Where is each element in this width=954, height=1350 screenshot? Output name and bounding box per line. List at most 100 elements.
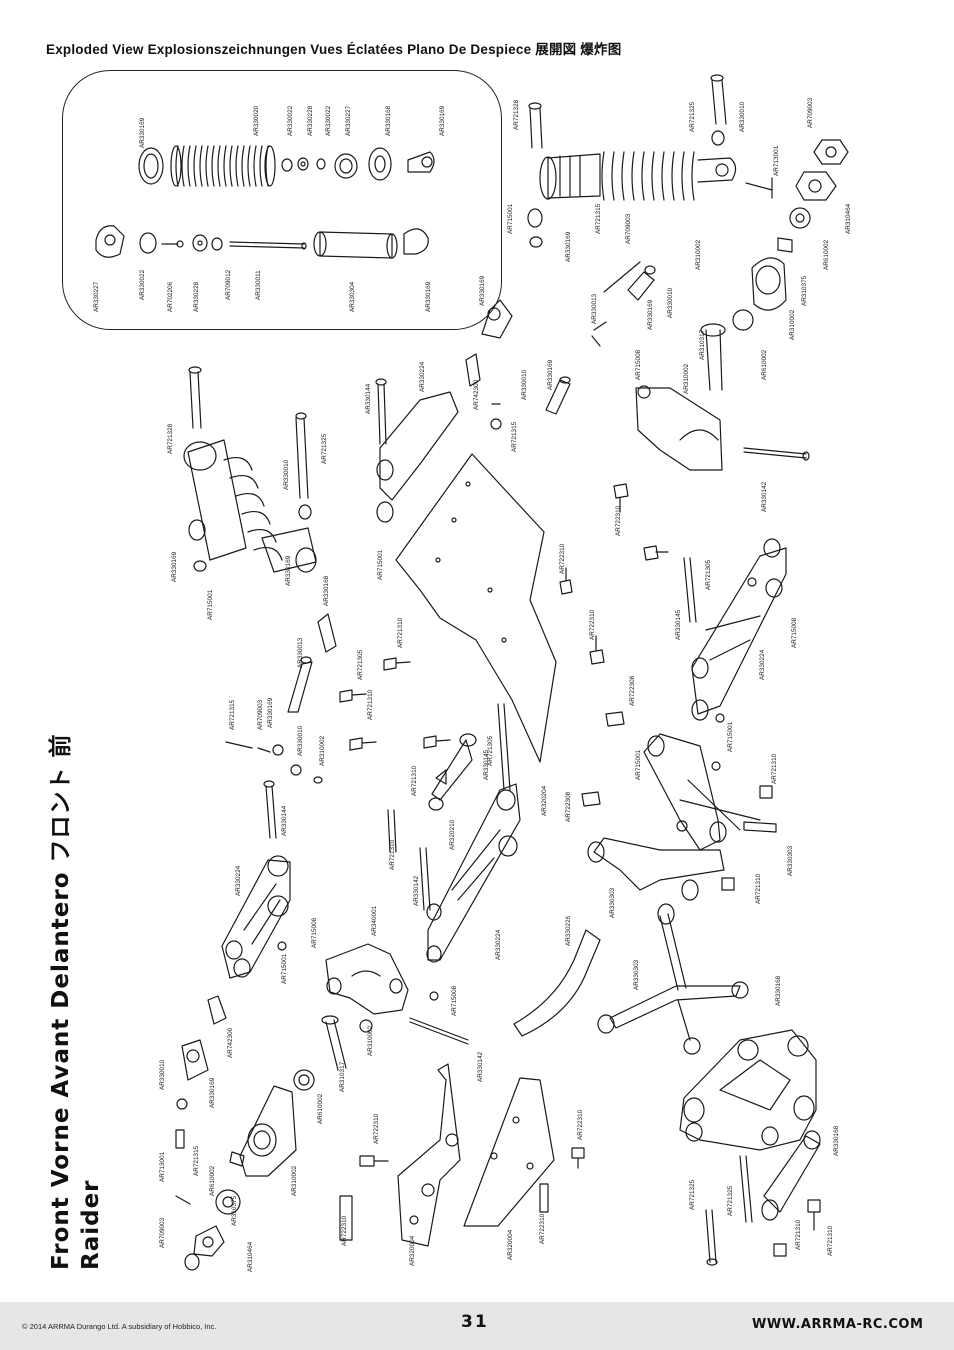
part-label: AR310464 — [845, 203, 852, 234]
part-label: AR310002 — [695, 239, 702, 270]
part-label: AR709003 — [257, 699, 264, 730]
right-lower-arm — [691, 447, 810, 723]
part-label: AR330224 — [235, 865, 242, 896]
part-label: AR610002 — [823, 239, 830, 270]
part-label: AR330169 — [565, 231, 572, 262]
part-label: AR722310 — [589, 609, 596, 640]
part-label: AR320004 — [507, 1229, 514, 1260]
part-label: AR330011 — [255, 270, 262, 300]
part-label: AR330224 — [495, 929, 502, 960]
part-label: AR722310 — [341, 1215, 348, 1246]
part-label: AR721315 — [193, 1145, 200, 1176]
right-shock-assembly — [527, 74, 849, 471]
section-title-model: Raider — [78, 1179, 104, 1270]
part-label: AR330168 — [833, 1125, 840, 1156]
part-label: AR722310 — [539, 1213, 546, 1244]
footer-bar — [0, 1302, 954, 1350]
part-label: AR330022 — [287, 105, 294, 136]
part-label: AR742300 — [227, 1027, 234, 1058]
part-label: AR330142 — [761, 481, 768, 512]
part-label: AR330303 — [609, 887, 616, 918]
part-label: AR330022 — [139, 269, 146, 300]
part-label: AR310002 — [291, 1165, 298, 1196]
center-a-arms — [587, 733, 777, 1055]
part-label: AR709003 — [625, 213, 632, 244]
part-label: AR330228 — [193, 281, 200, 312]
left-shock-assembly — [183, 366, 337, 653]
bottom-brackets — [339, 929, 601, 1247]
part-label: AR722310 — [559, 543, 566, 574]
center-lower-arm — [409, 783, 521, 1045]
left-lower-arm — [175, 780, 315, 1271]
part-label: AR330142 — [477, 1051, 484, 1082]
part-label: AR330013 — [297, 637, 304, 668]
part-label: AR721325 — [689, 101, 696, 132]
center-small-parts — [225, 483, 697, 911]
part-label: AR715008 — [635, 349, 642, 380]
part-label: AR330304 — [349, 281, 356, 312]
part-label: AR330303 — [787, 845, 794, 876]
part-label: AR330303 — [633, 959, 640, 990]
shock-exploded-inset — [62, 70, 502, 330]
part-label: AR330169 — [285, 555, 292, 586]
part-label: AR310317 — [339, 1061, 346, 1092]
part-label: AR721310 — [389, 839, 396, 870]
part-label: AR330010 — [297, 725, 304, 756]
part-label: AR721310 — [397, 617, 404, 648]
part-label: AR713001 — [159, 1151, 166, 1182]
part-label: AR330169 — [139, 117, 146, 148]
part-label: AR721310 — [827, 1225, 834, 1256]
website-link[interactable]: WWW.ARRMA-RC.COM — [752, 1317, 924, 1332]
part-label: AR715008 — [791, 617, 798, 648]
part-label: AR709012 — [225, 269, 232, 300]
upper-right-arm — [375, 299, 571, 763]
part-label: AR330169 — [209, 1077, 216, 1108]
part-label: AR310002 — [789, 309, 796, 340]
part-label: AR721305 — [705, 559, 712, 590]
part-label: AR330010 — [667, 287, 674, 318]
part-label: AR330145 — [483, 749, 490, 780]
part-label: AR715001 — [377, 549, 384, 580]
part-label: AR330020 — [253, 105, 260, 136]
part-labels: AR330169 AR330020 AR330022 AR330228 AR33… — [93, 97, 852, 1272]
part-label: AR330226 — [565, 915, 572, 946]
part-label: AR330169 — [439, 105, 446, 136]
part-label: AR330227 — [345, 105, 352, 136]
part-label: AR715001 — [507, 203, 514, 234]
part-label: AR715008 — [451, 985, 458, 1016]
part-label: AR310002 — [319, 735, 326, 766]
part-label: AR330169 — [425, 281, 432, 312]
part-label: AR330144 — [365, 383, 372, 414]
part-label: AR310002 — [367, 1025, 374, 1056]
part-label: AR310375 — [801, 275, 808, 306]
section-title: Front Vorne Avant Delantero フロント 前 Raide… — [46, 733, 106, 1270]
part-label: AR330169 — [267, 697, 274, 728]
part-label: AR330013 — [591, 293, 598, 324]
part-label: AR721305 — [487, 735, 494, 766]
part-label: AR330168 — [323, 575, 330, 606]
part-label: AR310317 — [699, 329, 706, 360]
part-label: AR721325 — [689, 1179, 696, 1210]
part-label: AR721315 — [511, 421, 518, 452]
page-number: 31 — [461, 1312, 489, 1332]
part-label: AR330010 — [739, 101, 746, 132]
part-label: AR330168 — [385, 105, 392, 136]
part-label: AR610002 — [317, 1093, 324, 1124]
part-label: AR330169 — [479, 275, 486, 306]
part-label: AR721328 — [513, 99, 520, 130]
part-label: AR330169 — [547, 359, 554, 390]
section-title-languages: Front Vorne Avant Delantero フロント 前 — [48, 733, 74, 1270]
part-label: AR713001 — [773, 145, 780, 176]
part-label: AR715001 — [635, 749, 642, 780]
steering-knuckle — [321, 943, 409, 1071]
part-label: AR330169 — [647, 299, 654, 330]
page-header: Exploded View Explosionszeichnungen Vues… — [46, 42, 622, 57]
part-label: AR330010 — [521, 369, 528, 400]
part-label: AR721310 — [367, 689, 374, 720]
part-label: AR320210 — [449, 819, 456, 850]
part-label: AR709003 — [807, 97, 814, 128]
part-label: AR709003 — [159, 1217, 166, 1248]
part-label: AR310464 — [247, 1241, 254, 1272]
